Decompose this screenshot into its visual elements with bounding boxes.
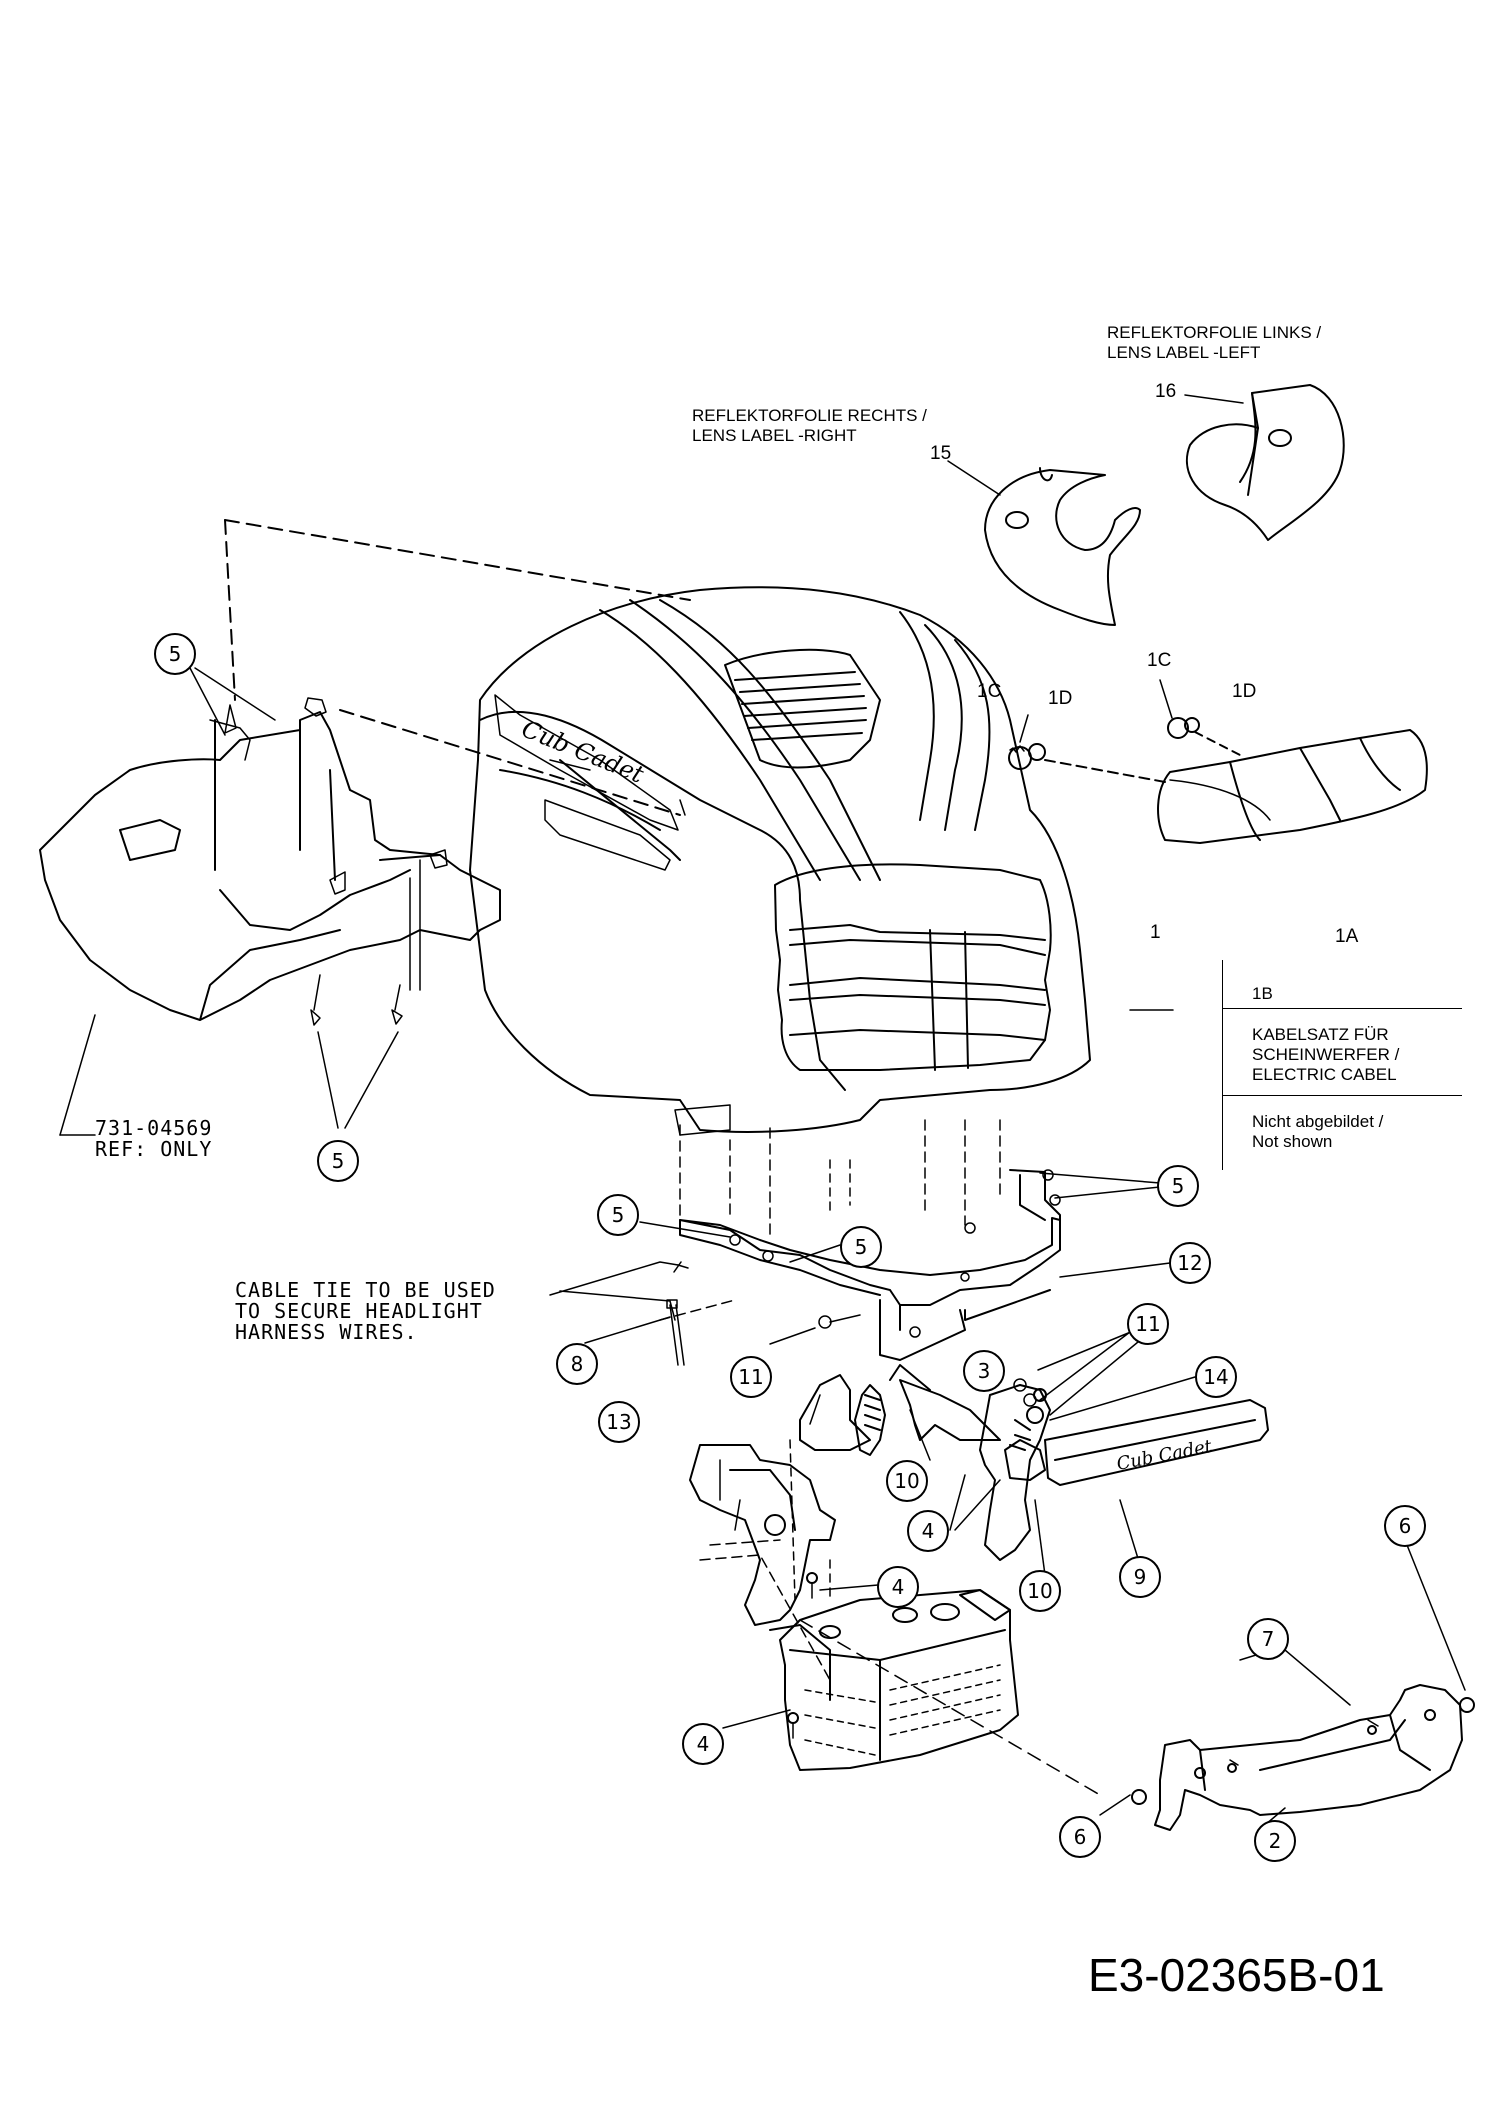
ref-part-number: 731-04569 xyxy=(95,1116,213,1140)
hinge-brackets xyxy=(689,1364,1051,1681)
front-bumper xyxy=(1131,1684,1475,1831)
callout-10-right: 10 xyxy=(1019,1570,1061,1612)
callout-6-right: 6 xyxy=(1384,1505,1426,1547)
hood xyxy=(469,586,1091,1216)
lens-label-left-line2: LENS LABEL -LEFT xyxy=(1107,343,1261,362)
callout-4-bottom: 4 xyxy=(682,1723,724,1765)
lens-label-left-text: REFLEKTORFOLIE LINKS / LENS LABEL -LEFT xyxy=(1107,323,1321,363)
callout-5-mid: 5 xyxy=(840,1226,882,1268)
callout-14: 14 xyxy=(1195,1356,1237,1398)
callout-4-mid: 4 xyxy=(907,1510,949,1552)
callout-7: 7 xyxy=(1247,1618,1289,1660)
heat-shield xyxy=(769,1589,1101,1796)
callout-5-top-left: 5 xyxy=(154,633,196,675)
ref-part-note: REF: ONLY xyxy=(95,1137,213,1161)
legend-description: KABELSATZ FÜR SCHEINWERFER / ELECTRIC CA… xyxy=(1252,1025,1399,1085)
legend-description-line2: SCHEINWERFER / xyxy=(1252,1045,1400,1064)
lens-label-right xyxy=(947,460,1141,626)
legend-description-line1: KABELSATZ FÜR xyxy=(1252,1025,1389,1044)
callout-13: 13 xyxy=(598,1401,640,1443)
cable-tie-note-line2: TO SECURE HEADLIGHT xyxy=(235,1299,483,1323)
callout-11-left: 11 xyxy=(730,1356,772,1398)
callout-5-mid-left: 5 xyxy=(597,1194,639,1236)
callout-5-right: 5 xyxy=(1157,1165,1199,1207)
dash-panel-left xyxy=(39,519,691,1136)
legend-note-line2: Not shown xyxy=(1252,1132,1333,1151)
front-emblem xyxy=(1044,1399,1269,1486)
part-number-1a: 1A xyxy=(1335,926,1359,947)
lens-label-right-line2: LENS LABEL -RIGHT xyxy=(692,426,857,445)
emblem-brand-logo: Cub Cadet xyxy=(1115,1436,1215,1475)
hood-support-frame xyxy=(679,1119,1061,1361)
legend-description-line3: ELECTRIC CABEL xyxy=(1252,1065,1397,1084)
screws xyxy=(729,1169,1061,1407)
part-number-15: 15 xyxy=(930,443,952,464)
cable-tie-note-line3: HARNESS WIRES. xyxy=(235,1320,418,1344)
cable-tie-note: CABLE TIE TO BE USED TO SECURE HEADLIGHT… xyxy=(235,1280,496,1343)
legend-note-line1: Nicht abgebildet / xyxy=(1252,1112,1384,1131)
callout-9: 9 xyxy=(1119,1556,1161,1598)
lens-label-right-line1: REFLEKTORFOLIE RECHTS / xyxy=(692,406,927,425)
not-shown-legend: 1B KABELSATZ FÜR SCHEINWERFER / ELECTRIC… xyxy=(1222,960,1462,1170)
lens-label-left xyxy=(1184,384,1345,541)
legend-part-number: 1B xyxy=(1252,984,1273,1003)
callout-2: 2 xyxy=(1254,1820,1296,1862)
callout-10-left: 10 xyxy=(886,1460,928,1502)
cable-tie-note-line1: CABLE TIE TO BE USED xyxy=(235,1278,496,1302)
headlight-assembly xyxy=(1008,679,1428,1011)
callout-6-bottom: 6 xyxy=(1059,1816,1101,1858)
callout-11-right: 11 xyxy=(1127,1303,1169,1345)
part-number-1c-right: 1C xyxy=(1147,650,1172,671)
part-number-1: 1 xyxy=(1150,922,1161,943)
callout-8: 8 xyxy=(556,1343,598,1385)
legend-note: Nicht abgebildet / Not shown xyxy=(1252,1112,1383,1152)
part-number-16: 16 xyxy=(1155,381,1177,402)
callout-4-low: 4 xyxy=(877,1566,919,1608)
ref-part-label: 731-04569 REF: ONLY xyxy=(95,1118,212,1160)
diagram-code: E3-02365B-01 xyxy=(1088,1949,1385,2001)
part-number-1c-left: 1C xyxy=(977,681,1002,702)
callout-3: 3 xyxy=(963,1350,1005,1392)
cable-tie xyxy=(659,1299,736,1366)
part-number-1d-right: 1D xyxy=(1232,681,1257,702)
lens-label-right-text: REFLEKTORFOLIE RECHTS / LENS LABEL -RIGH… xyxy=(692,406,927,446)
callout-5-bottom-left: 5 xyxy=(317,1140,359,1182)
callout-leaders xyxy=(189,667,1466,1826)
part-number-1d-left: 1D xyxy=(1048,688,1073,709)
callout-12: 12 xyxy=(1169,1242,1211,1284)
lens-label-left-line1: REFLEKTORFOLIE LINKS / xyxy=(1107,323,1322,342)
